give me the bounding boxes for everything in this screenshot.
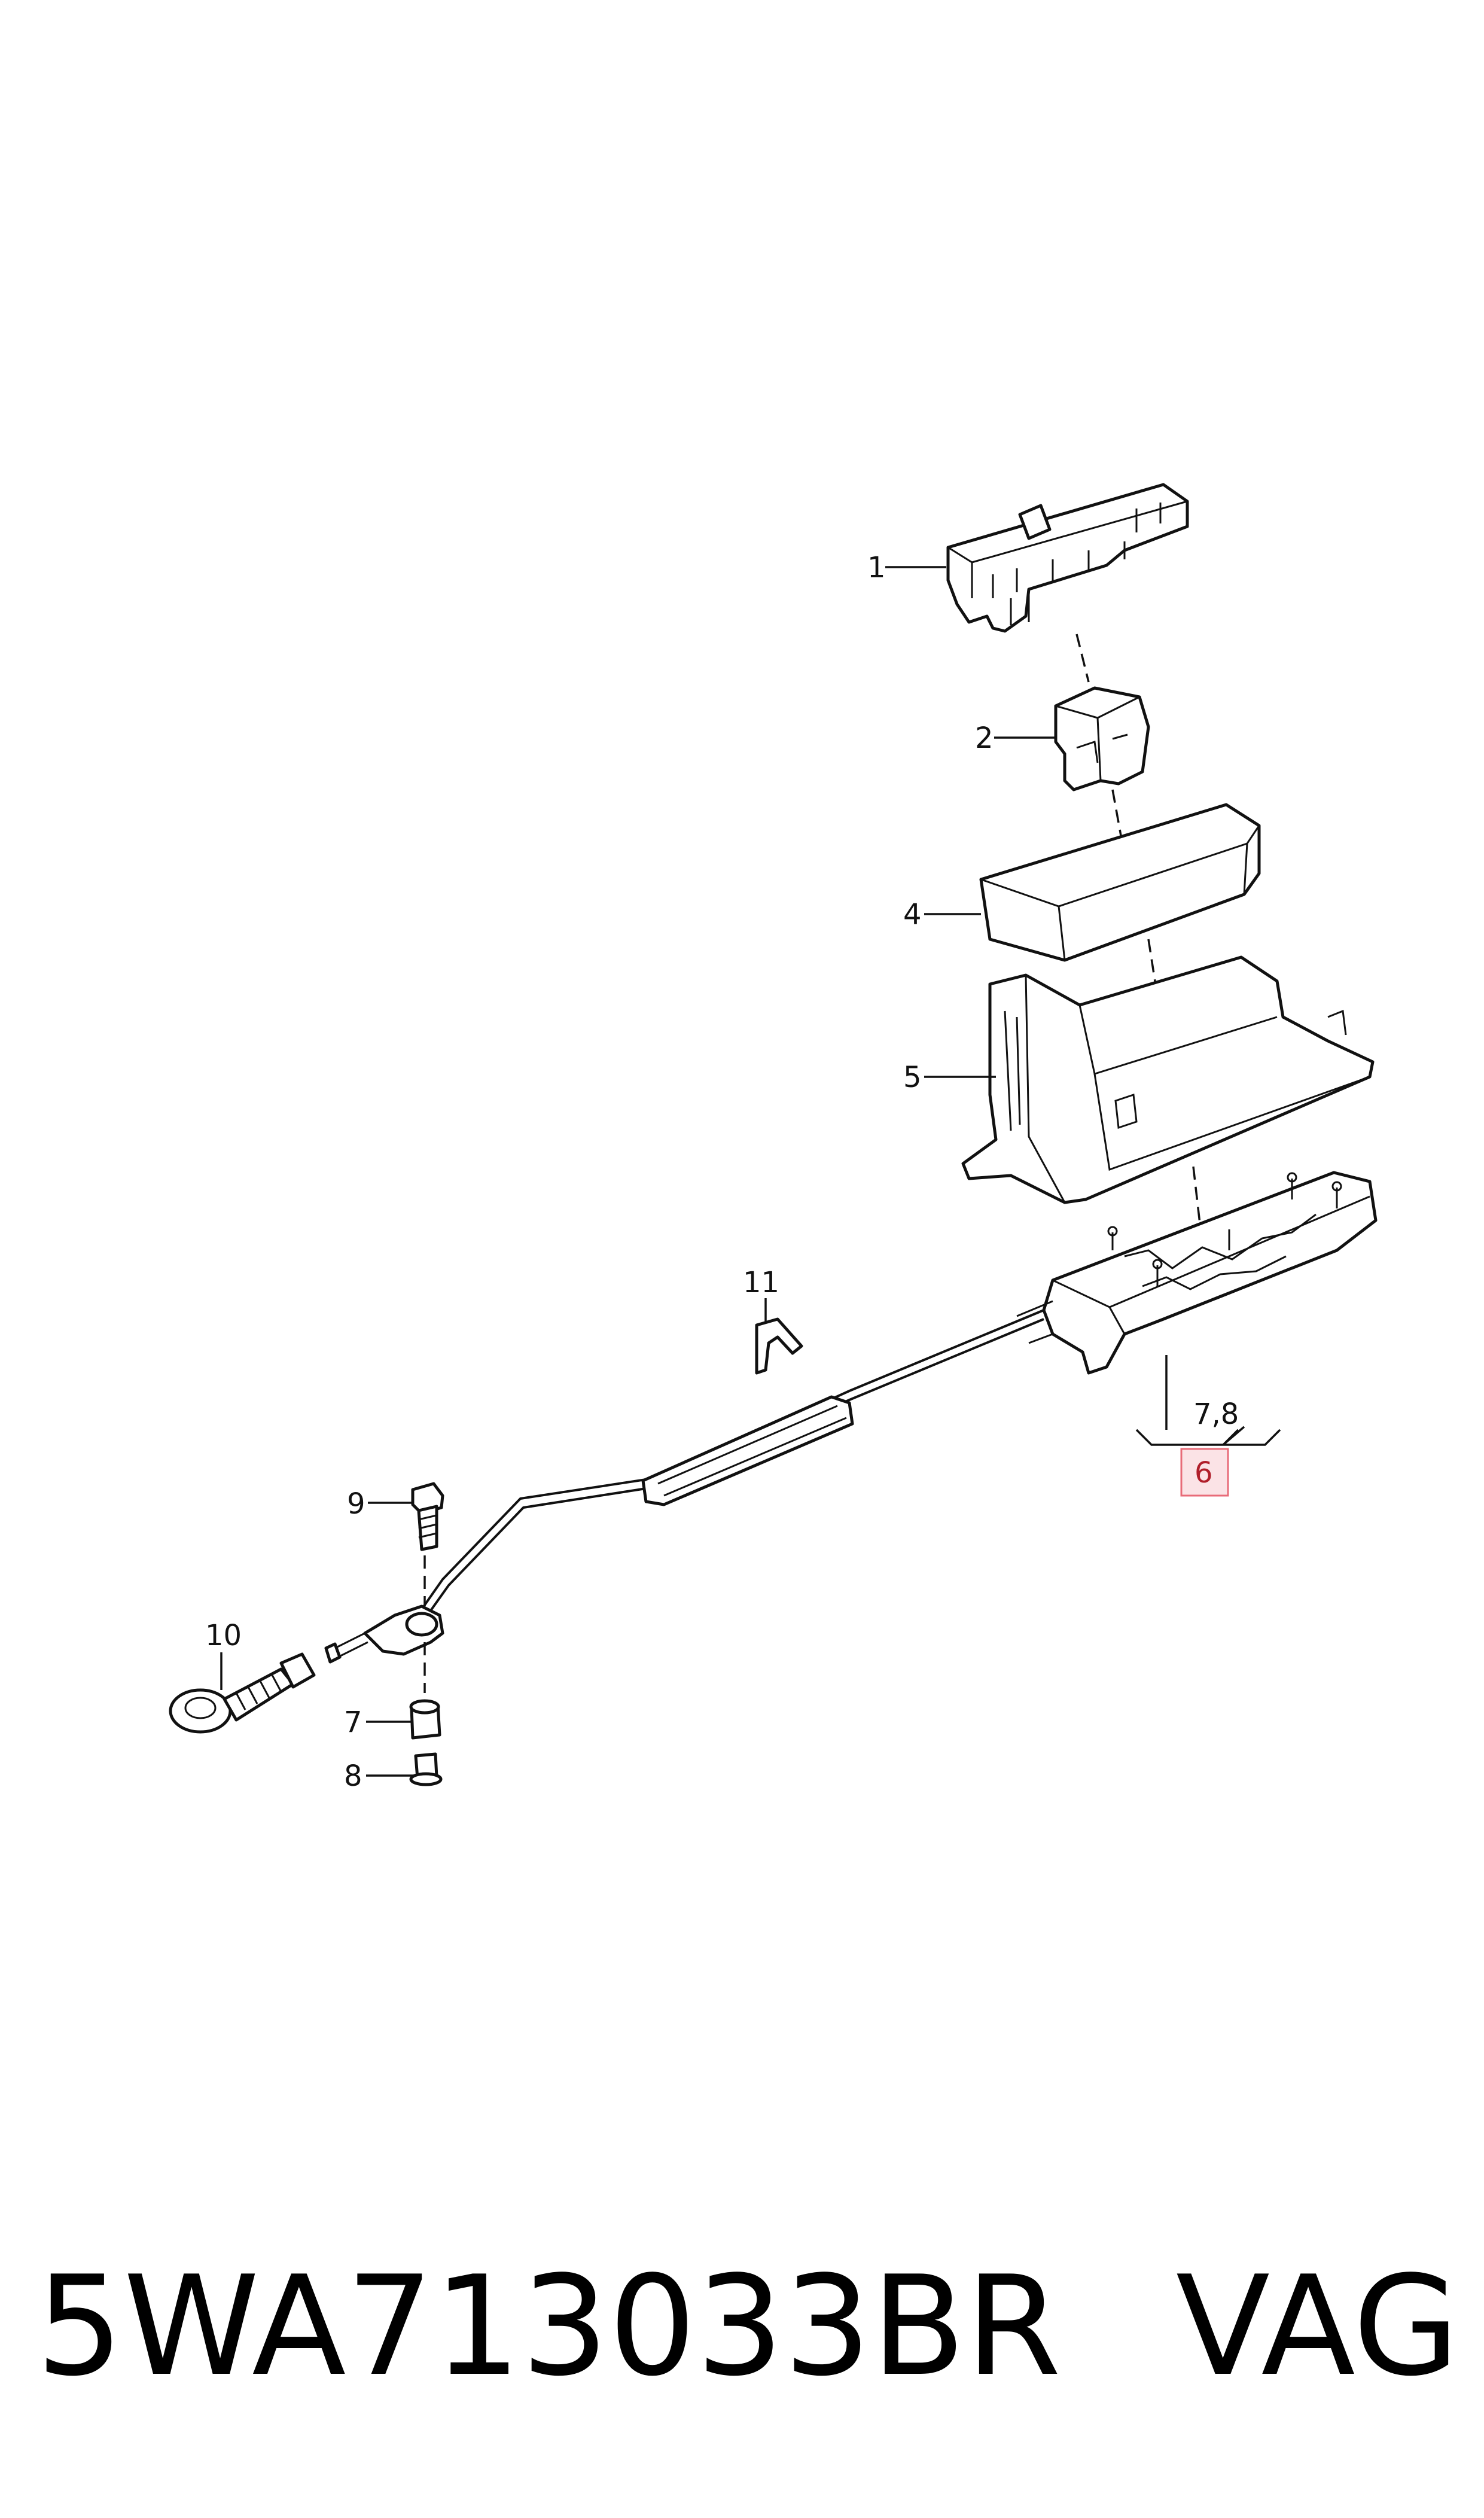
callout-9: 9 bbox=[347, 1487, 365, 1521]
callout-11: 11 bbox=[743, 1266, 779, 1299]
part-1-switch-housing bbox=[946, 483, 1189, 633]
callout-6: 6 bbox=[1194, 1456, 1213, 1490]
callout-4: 4 bbox=[903, 898, 922, 931]
part-4-cover bbox=[979, 803, 1261, 962]
callout-10: 10 bbox=[205, 1619, 242, 1652]
axis-2-4 bbox=[1111, 789, 1126, 856]
part-2-connector bbox=[1054, 686, 1150, 791]
footer: 5WA713033BR VAG bbox=[36, 2249, 1459, 2405]
part-6-shift-mechanism bbox=[1016, 1171, 1378, 1375]
shift-cable bbox=[420, 1309, 1044, 1613]
part-11-clip bbox=[755, 1317, 803, 1375]
cable-end-assembly bbox=[324, 1604, 444, 1664]
part-7-bushing bbox=[409, 1699, 441, 1740]
callout-5: 5 bbox=[903, 1061, 922, 1094]
part-9-bolt bbox=[411, 1482, 444, 1551]
callout-6-highlight bbox=[1180, 1448, 1229, 1497]
callout-2: 2 bbox=[975, 721, 994, 755]
callout-7: 7 bbox=[344, 1706, 362, 1739]
callout-1: 1 bbox=[867, 551, 886, 584]
part-10-ball-socket bbox=[169, 1652, 316, 1734]
part-5-frame bbox=[961, 955, 1375, 1204]
axis-1-2 bbox=[1075, 634, 1090, 683]
brand: VAG bbox=[1175, 2247, 1459, 2407]
part-8-screw bbox=[409, 1752, 443, 1786]
part-number: 5WA713033BR bbox=[36, 2247, 1062, 2407]
callout-78: 7,8 bbox=[1193, 1397, 1239, 1431]
bracket-6 bbox=[1135, 1426, 1281, 1446]
callout-8: 8 bbox=[344, 1759, 362, 1793]
